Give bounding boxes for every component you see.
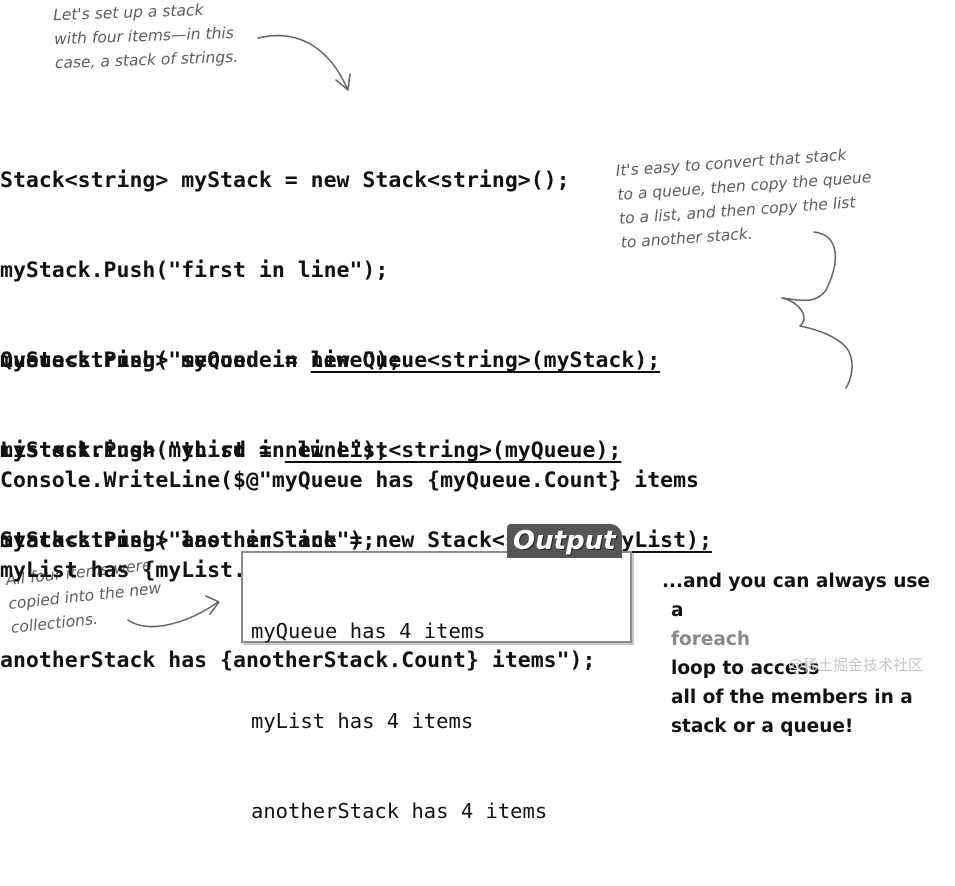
code-line: Console.WriteLine($@"myQueue has {myQueu… — [0, 468, 699, 493]
output-line: anotherStack has 4 items — [251, 799, 548, 823]
code-plain: Stack<string> anotherStack = — [0, 528, 376, 553]
note-line: a foreach loop to access — [662, 596, 930, 683]
code-plain: List<string> myList = — [0, 438, 285, 463]
code-line: Queue<string> myQueue = new Queue<string… — [0, 346, 712, 376]
output-line: myList has 4 items — [251, 709, 474, 733]
foreach-keyword: foreach — [671, 629, 751, 650]
code-console-writeline: Console.WriteLine($@"myQueue has {myQueu… — [0, 406, 699, 706]
code-underlined: new List<string>(myQueue); — [284, 438, 622, 463]
note-text: a — [671, 600, 684, 621]
code-plain: Queue<string> myQueue = — [0, 348, 311, 373]
output-line: myQueue has 4 items — [251, 619, 486, 643]
code-underlined: new Queue<string>(myStack); — [310, 348, 661, 373]
code-line: myStack.Push("last in line"); — [0, 528, 376, 553]
arrow-left-icon — [127, 601, 219, 628]
output-label: Output — [507, 524, 622, 558]
annotation-arrows — [127, 34, 853, 628]
arrow-top-icon — [257, 34, 348, 89]
code-stack-setup: Stack<string> myStack = new Stack<string… — [0, 106, 570, 586]
code-line: Stack<string> myStack = new Stack<string… — [0, 168, 570, 193]
code-line: List<string> myList = new List<string>(m… — [0, 436, 712, 466]
code-line: myStack.Push("second in line"); — [0, 348, 402, 373]
code-line: myStack.Push("third in line"); — [0, 438, 389, 463]
note-line: all of the members in a — [671, 687, 913, 708]
arrowhead-top-icon — [335, 73, 351, 91]
brace-right-icon — [781, 231, 853, 389]
code-line: anotherStack has {anotherStack.Count} it… — [0, 648, 596, 673]
note-line: ...and you can always use — [662, 571, 930, 592]
note-line: stack or a queue! — [671, 716, 854, 737]
watermark: @稀土掘金技术社区 — [788, 656, 924, 674]
note-text: loop to access — [671, 658, 820, 679]
arrowhead-left-icon — [205, 595, 220, 615]
code-line: myStack.Push("first in line"); — [0, 258, 389, 283]
